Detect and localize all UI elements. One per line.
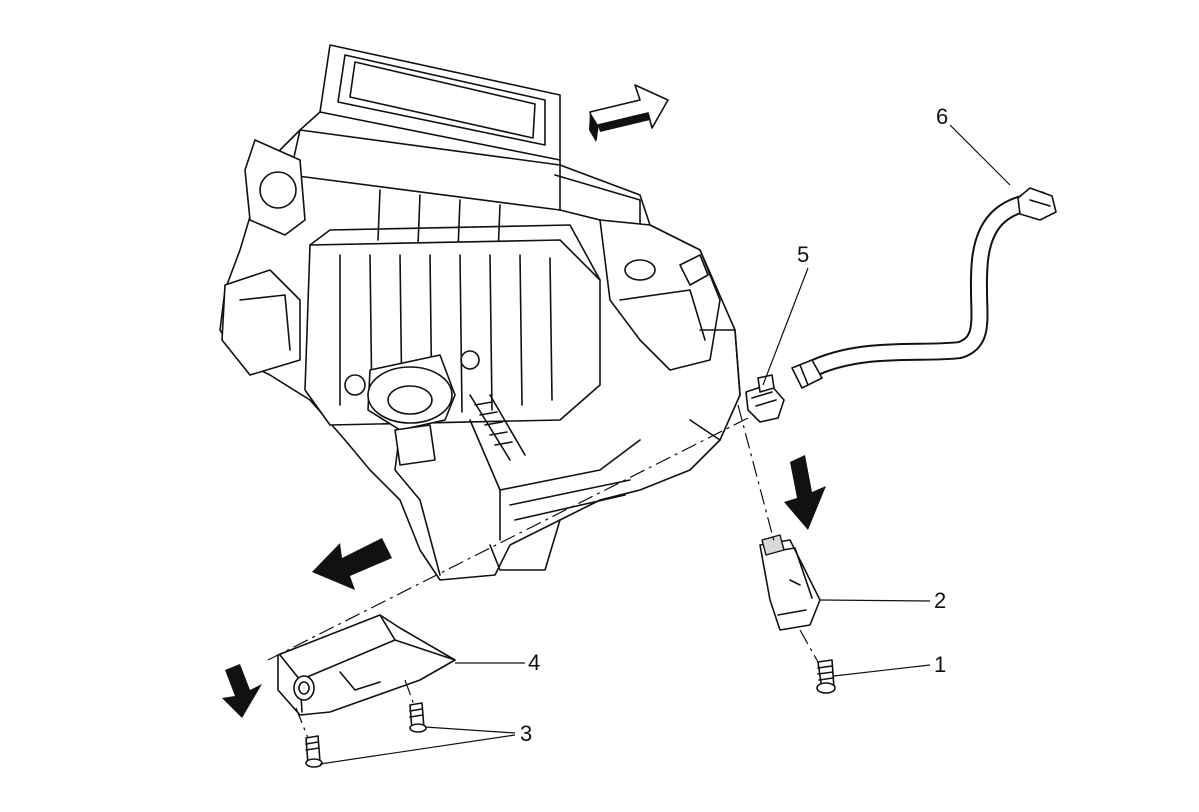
screw-1 bbox=[816, 659, 836, 694]
duct-bracket bbox=[277, 614, 456, 716]
callout-2: 2 bbox=[934, 588, 946, 613]
callout-5: 5 bbox=[797, 242, 809, 267]
hvac-module-housing bbox=[219, 44, 741, 581]
arrow-left-icon bbox=[312, 538, 392, 590]
arrow-down-icon bbox=[784, 455, 826, 530]
callout-1: 1 bbox=[934, 652, 946, 677]
alignment-centerlines bbox=[267, 404, 819, 739]
callout-6: 6 bbox=[936, 104, 948, 129]
arrow-down-icon bbox=[222, 664, 262, 718]
drain-hose bbox=[791, 187, 1057, 389]
screws-3 bbox=[305, 702, 427, 768]
arrow-right-up-icon bbox=[589, 84, 669, 142]
leader-lines bbox=[319, 124, 1011, 765]
callout-4: 4 bbox=[528, 650, 540, 675]
callout-3: 3 bbox=[520, 721, 532, 746]
hose-bracket bbox=[759, 534, 821, 631]
clamp bbox=[745, 374, 785, 423]
